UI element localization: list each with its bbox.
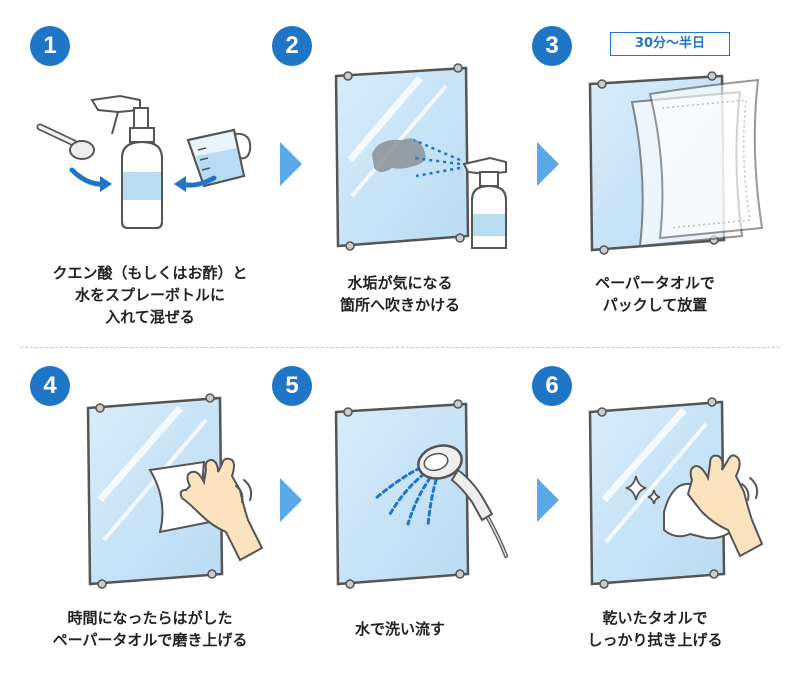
next-step-arrow-icon bbox=[537, 142, 559, 186]
mirror-icon bbox=[86, 393, 224, 589]
caption-line: 水をスプレーボトルに bbox=[74, 286, 225, 304]
caption-line: ペーパータオルで磨き上げる bbox=[52, 631, 248, 649]
caption-line: 乾いたタオルで bbox=[602, 609, 708, 627]
caption-line: パックして放置 bbox=[602, 296, 708, 314]
caption-line: 入れて混ぜる bbox=[105, 308, 195, 326]
water-spray-icon bbox=[374, 466, 438, 528]
step-number-badge: 3 bbox=[532, 26, 572, 66]
hand-icon bbox=[179, 457, 264, 562]
caption-line: ペーパータオルで bbox=[595, 274, 715, 292]
caption-line: しっかり拭き上げる bbox=[587, 631, 723, 649]
step-number-badge: 2 bbox=[272, 26, 312, 66]
caption-line: クエン酸（もしくはお酢）と bbox=[52, 264, 248, 282]
caption-line: 水垢が気になる bbox=[347, 274, 453, 292]
next-step-arrow-icon bbox=[280, 142, 302, 186]
step-caption: ペーパータオルで パックして放置 bbox=[540, 272, 770, 316]
caption-line: 水で洗い流す bbox=[354, 620, 445, 638]
mirror-icon bbox=[588, 397, 726, 589]
pour-arrow-icon bbox=[69, 167, 217, 192]
row-divider bbox=[20, 347, 780, 348]
paper-towel-icon bbox=[630, 78, 764, 248]
motion-lines-icon bbox=[741, 477, 759, 501]
motion-lines-icon bbox=[235, 479, 253, 503]
spray-mist-icon bbox=[413, 138, 461, 178]
caption-line: 時間になったらはがした bbox=[67, 609, 233, 627]
water-stain-icon bbox=[372, 138, 426, 172]
step-number-badge: 4 bbox=[30, 366, 70, 406]
next-step-arrow-icon bbox=[537, 478, 559, 522]
step-caption: 時間になったらはがした ペーパータオルで磨き上げる bbox=[35, 607, 265, 651]
shower-head-icon bbox=[417, 444, 508, 558]
spray-bottle-icon bbox=[90, 94, 163, 229]
hand-icon bbox=[686, 454, 764, 558]
duration-tag: 30分〜半日 bbox=[610, 32, 730, 56]
measuring-cup-icon bbox=[186, 128, 252, 188]
measuring-spoon-icon bbox=[36, 123, 95, 160]
mirror-icon bbox=[334, 399, 470, 589]
sparkle-icon bbox=[625, 475, 661, 505]
step-caption: クエン酸（もしくはお酢）と 水をスプレーボトルに 入れて混ぜる bbox=[35, 262, 265, 328]
step-number-badge: 6 bbox=[532, 366, 572, 406]
step-caption: 乾いたタオルで しっかり拭き上げる bbox=[540, 607, 770, 651]
step-number-badge: 1 bbox=[30, 26, 70, 66]
next-step-arrow-icon bbox=[280, 478, 302, 522]
spray-bottle-icon bbox=[462, 156, 507, 249]
step-number-badge: 5 bbox=[272, 366, 312, 406]
caption-line: 箇所へ吹きかける bbox=[339, 296, 460, 314]
step-caption: 水で洗い流す bbox=[285, 618, 515, 640]
step-caption: 水垢が気になる 箇所へ吹きかける bbox=[285, 272, 515, 316]
